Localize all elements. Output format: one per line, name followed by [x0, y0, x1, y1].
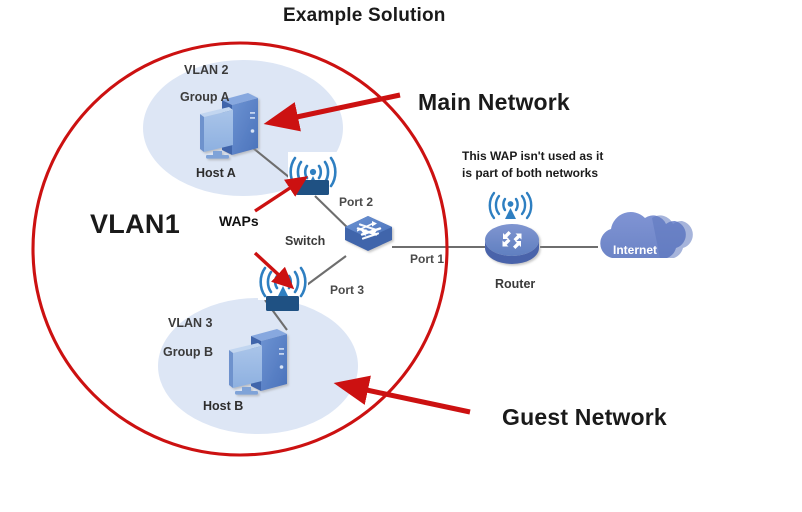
group-a-label: Group A: [180, 90, 230, 104]
router-label: Router: [495, 277, 536, 291]
wap-unused-note-line1: This WAP isn't used as it: [462, 149, 604, 163]
vlan2-label: VLAN 2: [184, 63, 229, 77]
page-title: Example Solution: [283, 5, 446, 26]
arrow-main-network: [263, 92, 401, 132]
port-1-label: Port 1: [410, 252, 445, 266]
internet-label: Internet: [613, 243, 658, 257]
host-a-label: Host A: [196, 166, 236, 180]
group-b-label: Group B: [163, 345, 213, 359]
port-3-label: Port 3: [330, 283, 365, 297]
host-b-icon: [229, 329, 287, 395]
router-icon: [485, 224, 539, 264]
arrow-wap-bottom: [253, 251, 295, 290]
cloud-icon: [600, 212, 693, 258]
arrow-wap-top: [254, 176, 309, 213]
annotation-arrows: [263, 92, 471, 415]
main-network-callout: Main Network: [418, 89, 570, 115]
vlan3-label: VLAN 3: [168, 316, 213, 330]
arrow-guest-network: [333, 375, 471, 415]
port-2-label: Port 2: [339, 195, 374, 209]
waps-label: WAPs: [219, 213, 259, 229]
vlan1-boundary-label: VLAN1: [90, 209, 181, 239]
wap-router-icon: [488, 191, 533, 220]
host-a-icon: [200, 93, 258, 159]
wap-unused-note-line2: is part of both networks: [462, 166, 599, 180]
annotation-arrows-small: [253, 176, 309, 290]
guest-network-callout: Guest Network: [502, 404, 667, 430]
switch-icon: [345, 216, 392, 251]
switch-label: Switch: [285, 234, 326, 248]
wap-top-icon: [288, 152, 338, 195]
vlan1-boundary-circle: [31, 41, 449, 457]
host-b-label: Host B: [203, 399, 244, 413]
